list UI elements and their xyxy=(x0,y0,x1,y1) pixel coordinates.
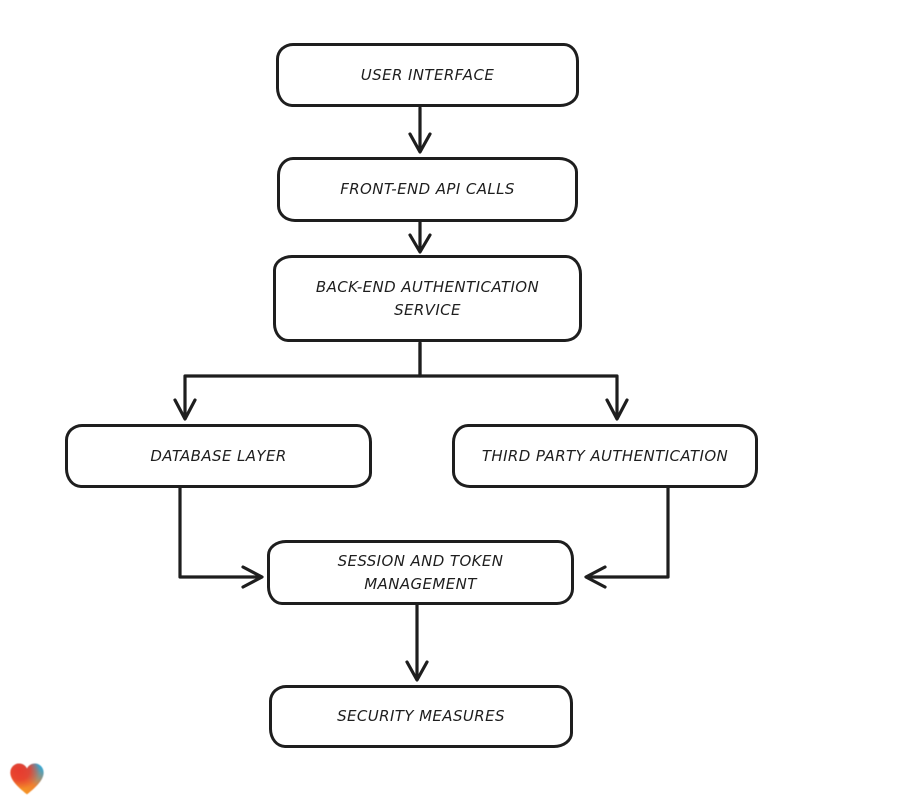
node-label: SESSION AND TOKEN MANAGEMENT xyxy=(337,552,504,593)
heart-shape-overlay xyxy=(10,763,44,795)
edge-ui-to-api xyxy=(408,106,432,154)
node-third-party-auth[interactable]: THIRD PARTY AUTHENTICATION xyxy=(452,424,758,488)
node-session-token-mgmt[interactable]: SESSION AND TOKEN MANAGEMENT xyxy=(267,540,574,605)
heart-logo[interactable] xyxy=(8,761,46,798)
edge-database-to-session xyxy=(178,486,264,589)
node-frontend-api-calls[interactable]: FRONT-END API CALLS xyxy=(277,157,578,222)
node-label: FRONT-END API CALLS xyxy=(340,180,515,199)
node-security-measures[interactable]: SECURITY MEASURES xyxy=(269,685,573,748)
edge-thirdparty-to-session xyxy=(584,486,670,589)
edge-backend-to-database xyxy=(173,341,422,421)
edge-backend-to-thirdparty xyxy=(418,341,629,421)
node-user-interface[interactable]: USER INTERFACE xyxy=(276,43,579,107)
node-label: USER INTERFACE xyxy=(360,65,495,84)
node-label: THIRD PARTY AUTHENTICATION xyxy=(481,446,729,465)
node-database-layer[interactable]: DATABASE LAYER xyxy=(65,424,372,488)
node-backend-auth-service[interactable]: BACK-END AUTHENTICATION SERVICE xyxy=(273,255,582,342)
node-label: DATABASE LAYER xyxy=(150,446,287,465)
node-label: BACK-END AUTHENTICATION SERVICE xyxy=(315,278,540,319)
edge-session-to-security xyxy=(405,603,429,682)
edge-api-to-backend xyxy=(408,220,432,254)
node-label: SECURITY MEASURES xyxy=(337,707,505,726)
